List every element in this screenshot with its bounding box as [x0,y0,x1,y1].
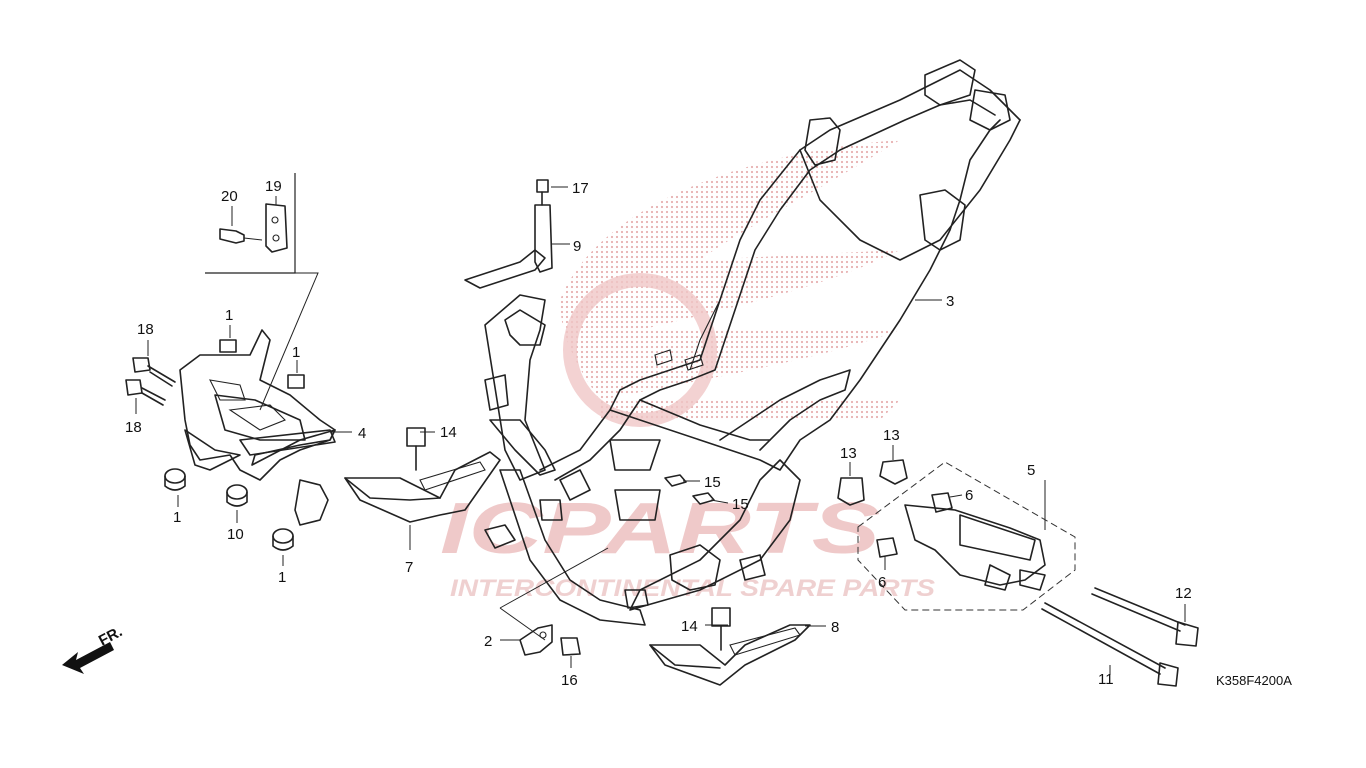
inset-box [205,173,319,411]
watermark-brand: ICPARTS [440,489,880,569]
callout-1-top-a: 1 [225,307,233,324]
callout-4: 4 [358,425,366,442]
callout-5: 5 [1027,462,1035,479]
callout-8: 8 [831,619,839,636]
engine-hanger [179,329,336,526]
direction-label: FR. [96,623,125,649]
bolt-17 [536,179,549,206]
bush-1-top-a [219,339,237,353]
callout-6-upper: 6 [965,487,973,504]
main-frame [484,59,1021,626]
callout-13-right: 13 [883,427,900,444]
bolt-18-upper [132,357,176,387]
long-bolt-12 [1091,587,1199,647]
diagram-code: K358F4200A [1216,673,1292,688]
floor-step-8 [649,624,811,686]
callout-15-upper: 15 [704,474,721,491]
callout-11: 11 [1098,671,1114,688]
callout-labels: 17 9 3 4 5 6 6 7 8 11 12 13 13 14 14 15 … [125,178,1292,689]
bracket-19 [265,203,288,253]
callout-1-bottom-a: 1 [173,509,181,526]
callout-17: 17 [572,180,589,197]
callout-3: 3 [946,293,954,310]
callout-14-upper: 14 [440,424,457,441]
callout-10: 10 [227,526,244,543]
watermark-tagline: INTERCONTINENTAL SPARE PARTS [450,575,935,602]
bolt-18-lower [125,379,166,406]
callout-20: 20 [221,188,238,205]
callout-6-lower: 6 [878,574,886,591]
callout-14-lower: 14 [681,618,698,635]
wing-logo [560,140,900,427]
callout-12: 12 [1175,585,1192,602]
callout-2: 2 [484,633,492,650]
floor-step-7 [344,451,501,523]
bush-1-bottom-a [164,468,186,491]
callout-15-lower: 15 [732,496,749,513]
callout-18-lower: 18 [125,419,142,436]
swing-arm-group [857,461,1076,611]
callout-19: 19 [265,178,282,195]
callout-16: 16 [561,672,578,689]
bracket-2 [519,624,553,656]
callout-9: 9 [573,238,581,255]
bush-10 [226,484,248,507]
bush-13-left [837,477,865,506]
bolt-14-upper [406,427,426,471]
bush-1-top-b [287,374,305,389]
callout-1-bottom-b: 1 [278,569,286,586]
callout-1-top-b: 1 [292,344,300,361]
watermark: ICPARTS INTERCONTINENTAL SPARE PARTS [440,140,935,602]
bolt-20 [219,228,245,244]
callout-18-upper: 18 [137,321,154,338]
bolt-16 [560,637,581,656]
bush-1-bottom-b [272,528,294,551]
long-bolt-11 [1041,602,1179,687]
bolt-14-lower [711,607,731,651]
callout-7: 7 [405,559,413,576]
leader-lines [135,186,1186,675]
clip-15-upper [664,474,687,487]
bush-13-right [879,459,908,485]
callout-13-left: 13 [840,445,857,462]
bracket-9 [464,204,553,289]
front-direction-arrow: FR. [62,623,125,674]
clip-15-lower [692,492,715,505]
